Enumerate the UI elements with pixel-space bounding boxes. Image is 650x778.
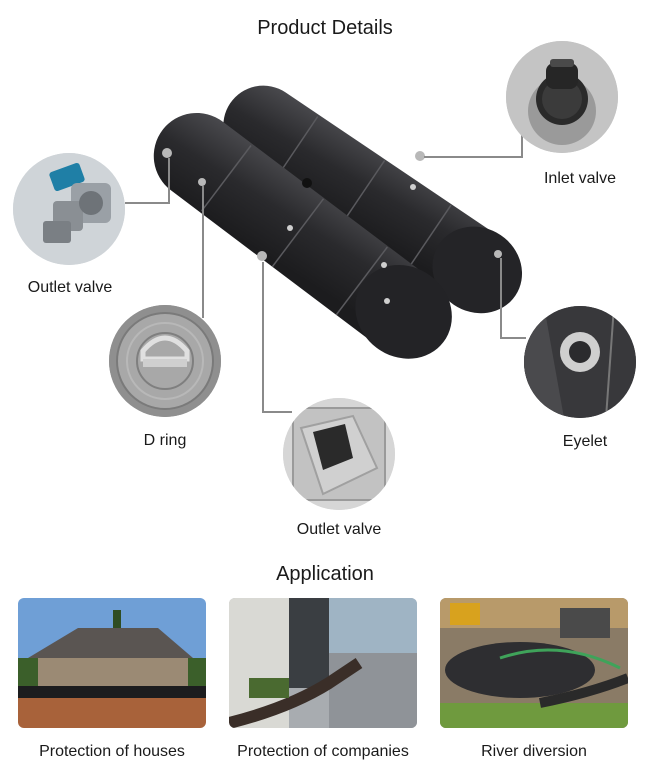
eyelet-label: Eyelet bbox=[562, 433, 608, 450]
eyelet-fitting bbox=[494, 250, 502, 258]
connector-outlet-valve-h bbox=[125, 202, 170, 204]
connector-eyelet-h bbox=[500, 337, 526, 339]
river-diversion-photo bbox=[440, 598, 628, 728]
outlet-valve-fitting bbox=[162, 148, 172, 158]
outlet-valve-label: Outlet valve bbox=[27, 279, 113, 296]
outlet-valve-lower-detail-image bbox=[283, 398, 395, 510]
front-tube bbox=[153, 112, 452, 359]
river-diversion-label: River diversion bbox=[481, 743, 587, 760]
product-tubes-illustration bbox=[153, 85, 523, 359]
protection-of-houses-photo bbox=[18, 598, 206, 728]
connector-inlet-valve bbox=[424, 156, 522, 158]
connector-outlet-valve-lower bbox=[262, 262, 264, 412]
inlet-valve-detail-image bbox=[506, 41, 618, 153]
connector-eyelet bbox=[500, 258, 502, 338]
application-heading: Application bbox=[276, 563, 374, 585]
protection-of-houses-label: Protection of houses bbox=[39, 743, 185, 760]
d-ring-label: D ring bbox=[143, 432, 187, 449]
connector-outlet-valve bbox=[168, 158, 170, 204]
outlet-valve-lower-label: Outlet valve bbox=[296, 521, 382, 538]
inlet-valve-label: Inlet valve bbox=[543, 170, 617, 187]
outlet-valve-detail-image bbox=[13, 153, 125, 265]
protection-of-companies-photo bbox=[229, 598, 417, 728]
d-ring-fitting bbox=[198, 178, 206, 186]
d-ring-detail-image bbox=[109, 305, 221, 417]
outlet-valve-lower-fitting bbox=[257, 251, 267, 261]
eyelet-detail-image bbox=[524, 306, 636, 418]
connector-d-ring bbox=[202, 186, 204, 318]
protection-of-companies-label: Protection of companies bbox=[237, 743, 409, 760]
product-details-heading: Product Details bbox=[257, 17, 393, 39]
connector-outlet-valve-lower-h bbox=[262, 411, 292, 413]
connector-inlet-valve-v bbox=[521, 130, 523, 158]
inlet-valve-fitting bbox=[415, 151, 425, 161]
